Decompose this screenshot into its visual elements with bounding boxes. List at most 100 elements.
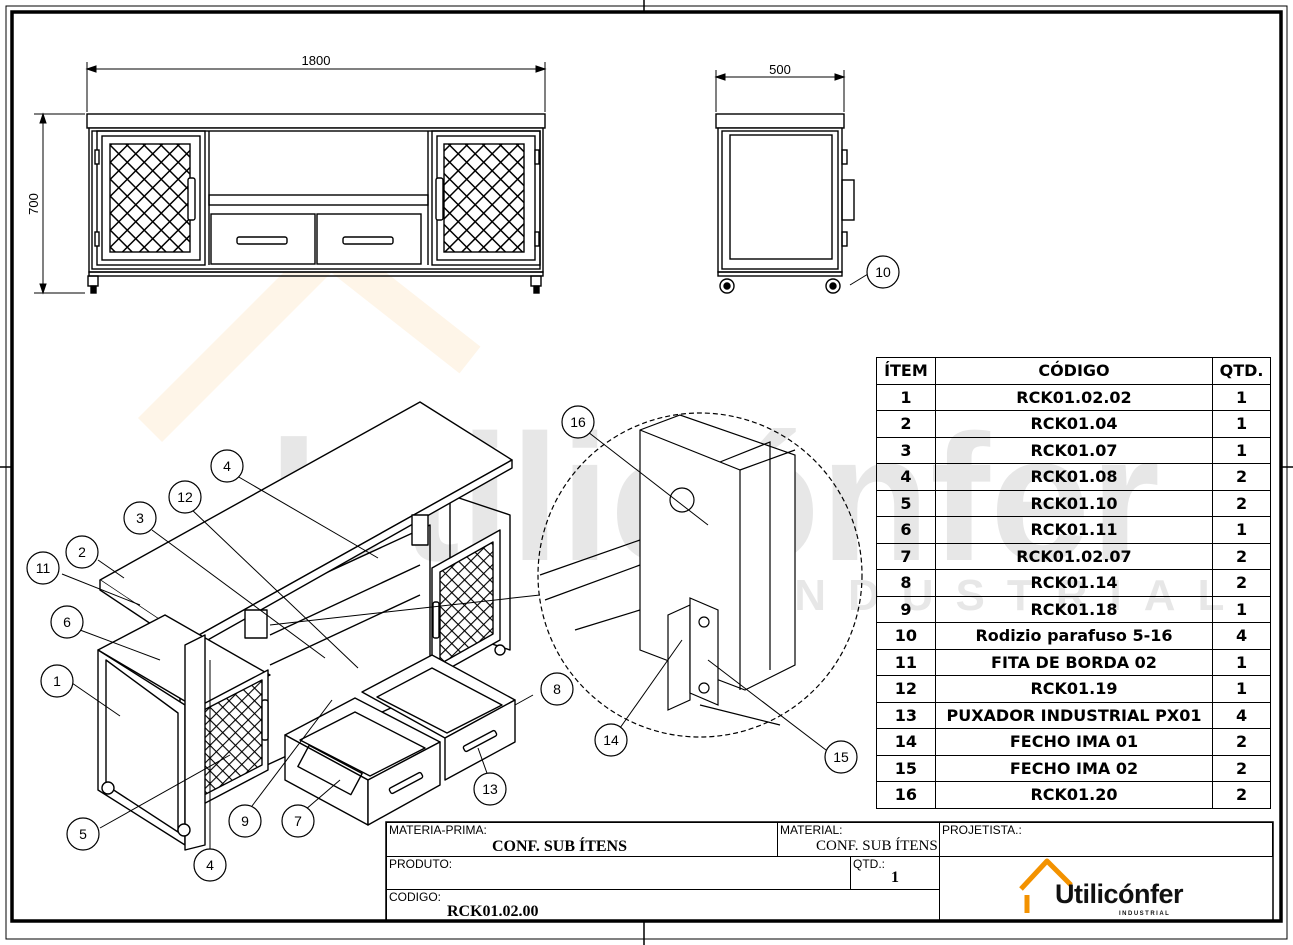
front-dimensions: [34, 62, 547, 295]
bom-code: RCK01.18: [934, 595, 1214, 623]
bom-item: 14: [876, 728, 936, 756]
bom-code: RCK01.19: [934, 675, 1214, 703]
produto-label: PRODUTO:: [389, 857, 453, 871]
bom-qty: 2: [1212, 754, 1271, 782]
bom-qty: 1: [1212, 410, 1271, 438]
balloon-6: 6: [63, 614, 71, 630]
bom-code: RCK01.08: [934, 463, 1214, 491]
bom-qty: 1: [1212, 648, 1271, 676]
logo-text: Utilicónfer: [1055, 879, 1184, 909]
detail-view: [537, 412, 863, 738]
balloon-11: 11: [36, 560, 51, 576]
bom-qty: 2: [1212, 569, 1271, 597]
bom-code: FITA DE BORDA 02: [934, 648, 1214, 676]
bom-code: RCK01.02.02: [934, 383, 1214, 411]
bom-header-qty: QTD.: [1212, 357, 1271, 385]
bom-qty: 1: [1212, 675, 1271, 703]
bom-item: 13: [876, 701, 936, 729]
balloon-9: 9: [241, 813, 249, 829]
logo-subtext: INDUSTRIAL: [1119, 911, 1171, 917]
projetista-label: PROJETISTA.:: [942, 823, 1022, 837]
house-logo-icon: [1019, 858, 1073, 913]
dim-height: 700: [26, 193, 41, 215]
bom-item: 12: [876, 675, 936, 703]
materia-prima-label: MATERIA-PRIMA:: [389, 823, 487, 837]
bom-item: 9: [876, 595, 936, 623]
bom-header-code: CÓDIGO: [934, 357, 1214, 385]
qtd-value: 1: [891, 869, 899, 886]
dim-width: 1800: [302, 53, 331, 68]
bom-code: RCK01.10: [934, 489, 1214, 517]
balloon-7: 7: [294, 813, 302, 829]
bom-item: 2: [876, 410, 936, 438]
side-view: [715, 113, 855, 294]
dim-depth: 500: [769, 62, 791, 77]
bom-qty: 2: [1212, 781, 1271, 809]
materia-prima-cell: MATERIA-PRIMA: CONF. SUB ÍTENS: [386, 822, 778, 857]
material-label: MATERIAL:: [780, 823, 843, 837]
bom-item: 7: [876, 542, 936, 570]
balloon-10: 10: [875, 264, 891, 280]
bom-code: FECHO IMA 02: [934, 754, 1214, 782]
bom-qty: 2: [1212, 728, 1271, 756]
bom-header-item: ÍTEM: [876, 357, 936, 385]
bom-code: PUXADOR INDUSTRIAL PX01: [934, 701, 1214, 729]
bom-code: RCK01.20: [934, 781, 1214, 809]
bom-code: FECHO IMA 01: [934, 728, 1214, 756]
bom-qty: 4: [1212, 701, 1271, 729]
bom-qty: 1: [1212, 436, 1271, 464]
bom-qty: 1: [1212, 383, 1271, 411]
leader-lines: [61, 273, 869, 850]
front-view: [86, 113, 546, 294]
bom-code: RCK01.02.07: [934, 542, 1214, 570]
bom-item: 5: [876, 489, 936, 517]
codigo-label: CODIGO:: [389, 890, 442, 904]
balloon-1: 1: [53, 673, 61, 689]
bom-item: 4: [876, 463, 936, 491]
balloon-2: 2: [78, 544, 86, 560]
bom-item: 11: [876, 648, 936, 676]
balloon-4-top: 4: [223, 458, 231, 474]
outer-border: [5, 5, 1288, 940]
bom-qty: 2: [1212, 463, 1271, 491]
balloon-5: 5: [79, 826, 87, 842]
bom-header-row: ÍTEM CÓDIGO QTD.: [876, 357, 1271, 385]
bom-qty: 1: [1212, 516, 1271, 544]
material-value: CONF. SUB ÍTENS: [816, 838, 938, 854]
bom-item: 16: [876, 781, 936, 809]
balloon-13: 13: [482, 781, 498, 797]
qtd-cell: QTD.: 1: [850, 856, 940, 890]
bom-code: Rodizio parafuso 5-16: [934, 622, 1214, 650]
bom-code: RCK01.14: [934, 569, 1214, 597]
bom-item: 3: [876, 436, 936, 464]
bom-item: 6: [876, 516, 936, 544]
balloon-group: [26, 255, 900, 882]
materia-prima-value: CONF. SUB ÍTENS: [492, 838, 628, 855]
qtd-label: QTD.:: [853, 857, 885, 871]
isometric-view: [97, 401, 516, 851]
balloon-14: 14: [603, 732, 619, 748]
bom-item: 10: [876, 622, 936, 650]
bom-code: RCK01.11: [934, 516, 1214, 544]
balloon-15: 15: [833, 749, 849, 765]
bom-code: RCK01.04: [934, 410, 1214, 438]
bom-qty: 2: [1212, 489, 1271, 517]
bom-qty: 2: [1212, 542, 1271, 570]
bom-item: 8: [876, 569, 936, 597]
codigo-cell: CODIGO: RCK01.02.00: [386, 889, 940, 921]
